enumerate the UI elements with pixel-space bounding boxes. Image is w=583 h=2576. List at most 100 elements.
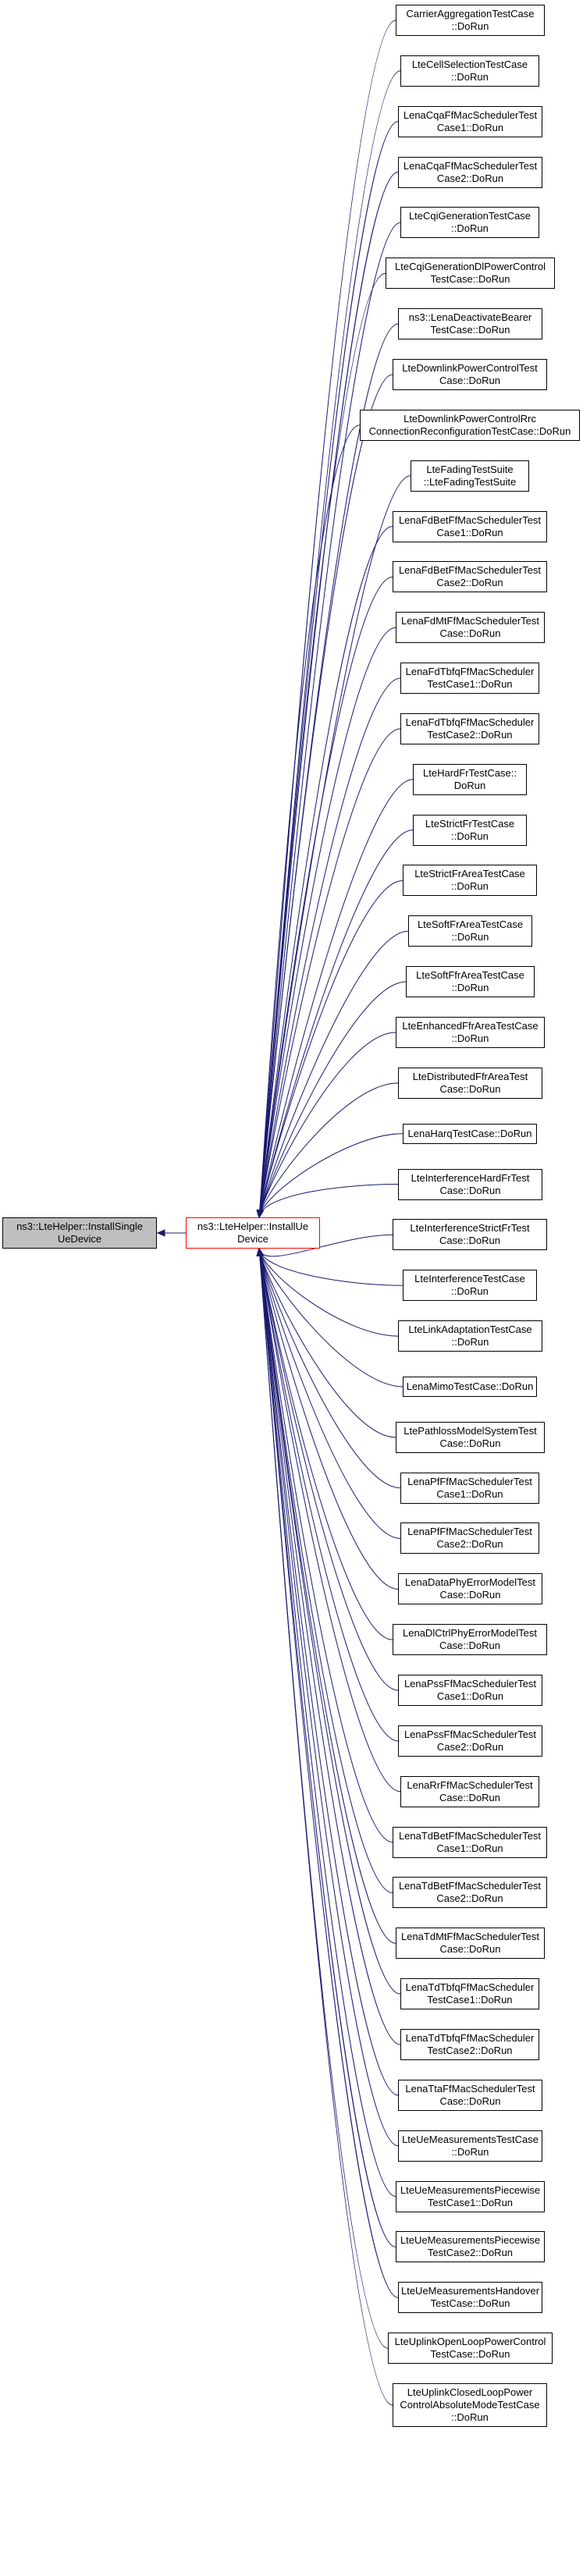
caller-node[interactable]: LteHardFrTestCase::DoRun bbox=[413, 764, 527, 795]
caller-node-label-line: LenaTdBetFfMacSchedulerTest bbox=[398, 1830, 542, 1842]
caller-node[interactable]: LenaMimoTestCase::DoRun bbox=[403, 1377, 537, 1397]
caller-node-label-line: TestCase1::DoRun bbox=[427, 678, 513, 690]
caller-node-label-line: ::DoRun bbox=[451, 1032, 489, 1044]
caller-node[interactable]: LteEnhancedFfrAreaTestCase::DoRun bbox=[396, 1017, 545, 1048]
caller-node[interactable]: LteFadingTestSuite::LteFadingTestSuite bbox=[411, 460, 529, 492]
caller-node[interactable]: CarrierAggregationTestCase::DoRun bbox=[396, 5, 545, 36]
caller-node-label-line: LteInterferenceTestCase bbox=[414, 1273, 525, 1284]
caller-node[interactable]: LteSoftFrAreaTestCase::DoRun bbox=[408, 915, 532, 947]
root-edge-arrowhead bbox=[156, 1229, 165, 1237]
caller-node-label-line: ::DoRun bbox=[451, 982, 489, 993]
caller-node-label-line: TestCase1::DoRun bbox=[427, 1994, 513, 2006]
caller-node-label-line: LteSoftFfrAreaTestCase bbox=[416, 969, 524, 981]
caller-node-label-line: LteDistributedFfrAreaTest bbox=[412, 1071, 528, 1082]
caller-node[interactable]: LteStrictFrTestCase::DoRun bbox=[413, 815, 527, 846]
caller-node-label-line: LenaTdTbfqFfMacScheduler bbox=[405, 1981, 535, 1993]
caller-node-label-line: LenaFdMtFfMacSchedulerTest bbox=[400, 615, 540, 627]
caller-node-label-line: LteEnhancedFfrAreaTestCase bbox=[402, 1020, 539, 1032]
caller-node-label-line: LteStrictFrTestCase bbox=[425, 818, 515, 830]
caller-node-label-line: ns3::LenaDeactivateBearer bbox=[408, 311, 532, 323]
call-edge bbox=[258, 1234, 393, 1257]
caller-node-label-line: LenaDataPhyErrorModelTest bbox=[405, 1576, 535, 1588]
caller-node[interactable]: LteInterferenceTestCase::DoRun bbox=[403, 1270, 537, 1301]
caller-node[interactable]: LteCqiGenerationTestCase::DoRun bbox=[400, 207, 539, 238]
caller-node-label-line: ::DoRun bbox=[451, 880, 489, 892]
call-edge bbox=[258, 20, 396, 1218]
caller-node[interactable]: LteLinkAdaptationTestCase::DoRun bbox=[398, 1320, 542, 1352]
call-edge-arrowhead bbox=[256, 1209, 264, 1219]
caller-node-label-line: TestCase::DoRun bbox=[430, 324, 510, 336]
call-edge bbox=[258, 526, 393, 1218]
caller-node-label-line: LteUeMeasurementsTestCase bbox=[402, 2134, 539, 2145]
caller-node-label-line: LteDownlinkPowerControlTest bbox=[402, 362, 538, 374]
caller-node-label-line: LtePathlossModelSystemTest bbox=[403, 1425, 537, 1437]
caller-node[interactable]: LteUeMeasurementsTestCase::DoRun bbox=[398, 2130, 542, 2162]
caller-node-label-line: LteStrictFrAreaTestCase bbox=[414, 868, 525, 879]
caller-node-label-line: LenaHarqTestCase::DoRun bbox=[407, 1128, 532, 1139]
call-edge bbox=[258, 879, 403, 1218]
caller-node-label-line: LteUplinkClosedLoopPower bbox=[407, 2386, 533, 2398]
caller-node[interactable]: LenaHarqTestCase::DoRun bbox=[403, 1124, 537, 1144]
call-edge bbox=[258, 1082, 399, 1218]
caller-node-label-line: Case1::DoRun bbox=[436, 1842, 503, 1854]
caller-node-label-line: LteFadingTestSuite bbox=[426, 464, 514, 475]
caller-node[interactable]: LteStrictFrAreaTestCase::DoRun bbox=[403, 865, 537, 896]
caller-node-label-line: LteCellSelectionTestCase bbox=[411, 59, 528, 70]
install-single-ue-device-node-label-line: ns3::LteHelper::InstallSingle bbox=[16, 1220, 143, 1232]
caller-node-label-line: Case1::DoRun bbox=[436, 1690, 504, 1702]
caller-node-label-line: LteUeMeasurementsHandover bbox=[400, 2285, 540, 2297]
caller-node-label-line: Case1::DoRun bbox=[436, 122, 504, 133]
call-edge bbox=[258, 1248, 401, 1489]
caller-node-label-line: LenaRrFfMacSchedulerTest bbox=[407, 1779, 533, 1791]
caller-node[interactable]: LteSoftFfrAreaTestCase::DoRun bbox=[406, 966, 535, 997]
caller-node-label-line: TestCase2::DoRun bbox=[427, 2045, 513, 2056]
caller-node-label-line: TestCase::DoRun bbox=[430, 273, 510, 285]
caller-node-label-line: Case::DoRun bbox=[439, 1083, 501, 1095]
call-edge bbox=[258, 1248, 401, 1539]
caller-node[interactable]: LteCellSelectionTestCase::DoRun bbox=[400, 55, 539, 87]
caller-node-label-line: Case::DoRun bbox=[439, 1437, 501, 1449]
caller-node-label-line: LteSoftFrAreaTestCase bbox=[417, 918, 524, 930]
caller-node-label-line: LenaTtaFfMacSchedulerTest bbox=[405, 2083, 535, 2095]
caller-node-label-line: ControlAbsoluteModeTestCase bbox=[400, 2399, 540, 2411]
caller-node-label-line: LenaTdMtFfMacSchedulerTest bbox=[400, 1931, 540, 1942]
caller-node-label-line: Case2::DoRun bbox=[436, 1538, 503, 1550]
call-edge bbox=[258, 576, 393, 1218]
call-edge-arrowhead bbox=[256, 1247, 264, 1257]
